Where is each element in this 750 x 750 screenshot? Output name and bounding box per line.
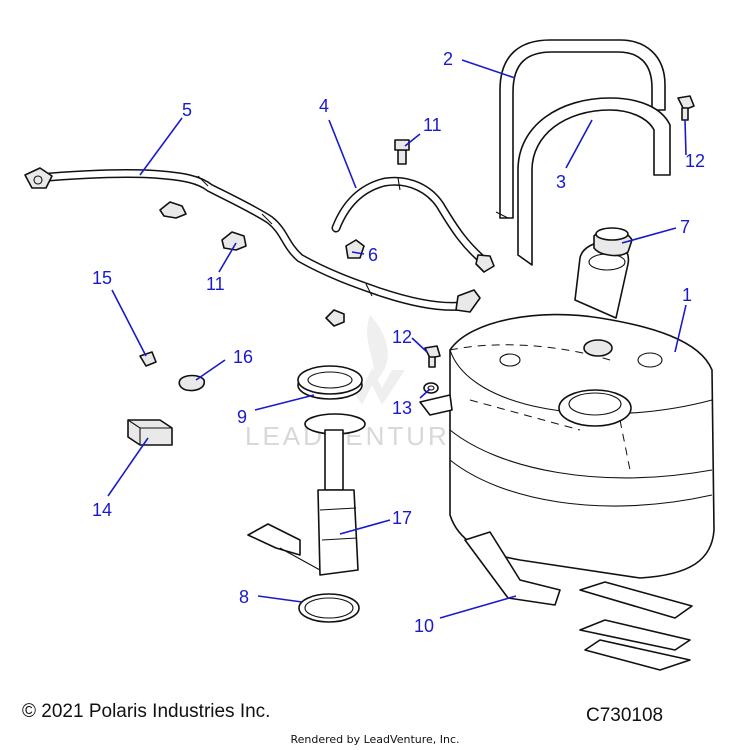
part-12-bolt-middle[interactable]	[424, 345, 441, 368]
callout-11-lower: 11	[206, 274, 225, 294]
part-4-hose[interactable]	[331, 176, 495, 273]
callout-12-middle: 12	[392, 327, 412, 347]
part-1-fuel-tank[interactable]	[419, 240, 715, 579]
part-8-seal[interactable]	[298, 593, 360, 623]
callout-11-upper: 11	[423, 115, 442, 135]
callout-2: 2	[443, 49, 453, 69]
part-12-bolt-upper[interactable]	[677, 95, 695, 121]
part-6-clip[interactable]	[345, 239, 365, 259]
copyright-notice: © 2021 Polaris Industries Inc.	[22, 701, 271, 722]
callout-8: 8	[239, 587, 249, 607]
callout-1: 1	[682, 285, 692, 305]
callout-4: 4	[319, 96, 329, 116]
diagram-code: C730108	[586, 705, 664, 726]
part-17-fuel-pump[interactable]	[247, 413, 366, 576]
rendered-by-credit: Rendered by LeadVenture, Inc.	[290, 733, 460, 746]
part-7-fuel-cap[interactable]	[593, 227, 633, 257]
callout-14: 14	[92, 500, 112, 520]
callout-3: 3	[556, 172, 566, 192]
callout-13: 13	[392, 398, 412, 418]
callout-12-right: 12	[685, 151, 705, 171]
part-14-foam-pad[interactable]	[127, 419, 173, 446]
part-9-lock-ring[interactable]	[297, 365, 363, 400]
leader-lines	[107, 59, 687, 619]
part-11-fitting-upper[interactable]	[394, 139, 410, 165]
callout-16: 16	[233, 347, 253, 367]
hose-clips[interactable]	[159, 201, 345, 327]
callout-5: 5	[182, 100, 192, 120]
callout-10: 10	[414, 616, 434, 636]
callout-15: 15	[92, 268, 112, 288]
watermark-logo	[340, 315, 405, 405]
part-3-strap[interactable]	[517, 97, 671, 266]
callout-9: 9	[237, 407, 247, 427]
part-10-pads[interactable]	[464, 531, 693, 671]
part-5-vent-hose[interactable]	[24, 167, 481, 313]
callout-6: 6	[368, 245, 378, 265]
part-2-strap[interactable]	[495, 39, 666, 219]
callout-7: 7	[680, 217, 690, 237]
part-15-screw[interactable]	[139, 351, 157, 367]
callout-17: 17	[392, 508, 412, 528]
